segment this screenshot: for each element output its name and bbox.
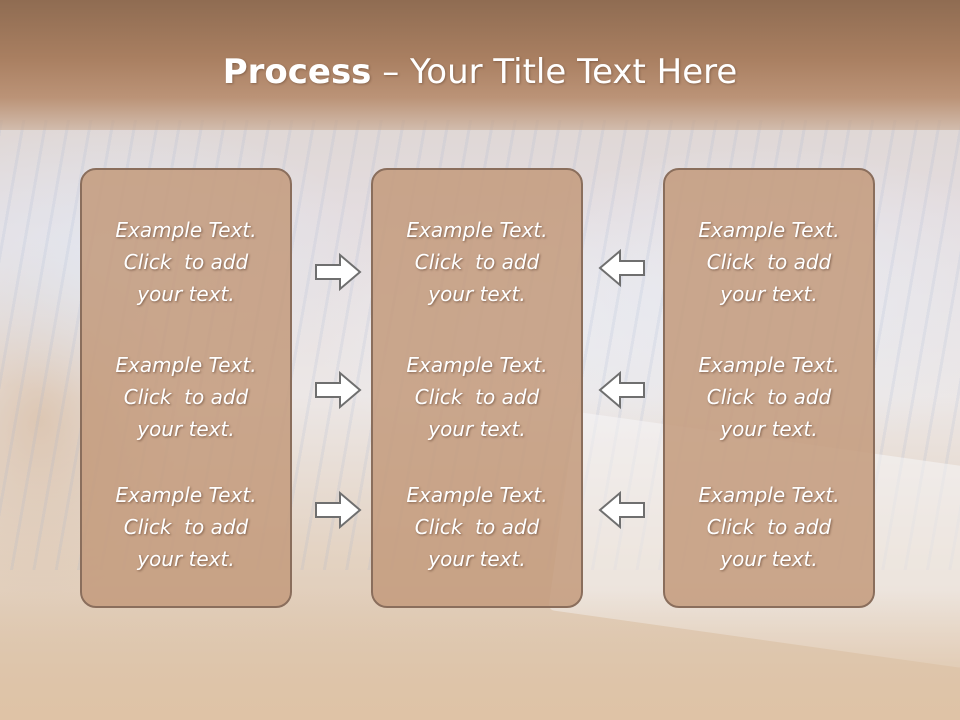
- text-line: your text.: [428, 282, 526, 306]
- text-line: Click to add: [123, 385, 249, 409]
- text-line: your text.: [720, 417, 818, 441]
- slide-title[interactable]: Process – Your Title Text Here: [0, 52, 960, 92]
- text-block[interactable]: Example Text. Click to add your text.: [665, 479, 873, 575]
- text-line: Example Text.: [406, 218, 548, 242]
- text-line: Click to add: [414, 385, 540, 409]
- right-arrow-icon[interactable]: [314, 252, 362, 292]
- text-line: Example Text.: [115, 483, 257, 507]
- text-block[interactable]: Example Text. Click to add your text.: [665, 349, 873, 445]
- text-line: Example Text.: [698, 218, 840, 242]
- left-arrow-icon[interactable]: [598, 490, 646, 530]
- process-panel-left[interactable]: Example Text. Click to add your text. Ex…: [80, 168, 292, 608]
- text-line: your text.: [137, 417, 235, 441]
- text-line: Click to add: [123, 515, 249, 539]
- title-bar: [0, 0, 960, 130]
- process-panel-right[interactable]: Example Text. Click to add your text. Ex…: [663, 168, 875, 608]
- text-block[interactable]: Example Text. Click to add your text.: [373, 349, 581, 445]
- desk-surface: [0, 590, 960, 720]
- text-line: Click to add: [706, 250, 832, 274]
- text-line: your text.: [428, 417, 526, 441]
- text-line: Example Text.: [115, 218, 257, 242]
- process-panel-middle[interactable]: Example Text. Click to add your text. Ex…: [371, 168, 583, 608]
- text-line: Click to add: [706, 515, 832, 539]
- text-block[interactable]: Example Text. Click to add your text.: [373, 214, 581, 310]
- text-line: Click to add: [414, 250, 540, 274]
- right-arrow-icon[interactable]: [314, 490, 362, 530]
- text-line: your text.: [720, 282, 818, 306]
- text-line: Example Text.: [406, 483, 548, 507]
- text-line: Click to add: [706, 385, 832, 409]
- text-block[interactable]: Example Text. Click to add your text.: [373, 479, 581, 575]
- text-line: Click to add: [414, 515, 540, 539]
- text-line: Example Text.: [115, 353, 257, 377]
- left-arrow-icon[interactable]: [598, 248, 646, 288]
- left-arrow-icon[interactable]: [598, 370, 646, 410]
- text-line: Example Text.: [698, 483, 840, 507]
- text-block[interactable]: Example Text. Click to add your text.: [82, 479, 290, 575]
- text-line: your text.: [720, 547, 818, 571]
- text-line: Example Text.: [406, 353, 548, 377]
- text-line: Example Text.: [698, 353, 840, 377]
- title-bold: Process: [222, 52, 372, 92]
- title-rest: – Your Title Text Here: [371, 52, 738, 92]
- text-line: your text.: [137, 547, 235, 571]
- text-line: your text.: [428, 547, 526, 571]
- right-arrow-icon[interactable]: [314, 370, 362, 410]
- text-line: Click to add: [123, 250, 249, 274]
- text-line: your text.: [137, 282, 235, 306]
- text-block[interactable]: Example Text. Click to add your text.: [82, 349, 290, 445]
- text-block[interactable]: Example Text. Click to add your text.: [665, 214, 873, 310]
- text-block[interactable]: Example Text. Click to add your text.: [82, 214, 290, 310]
